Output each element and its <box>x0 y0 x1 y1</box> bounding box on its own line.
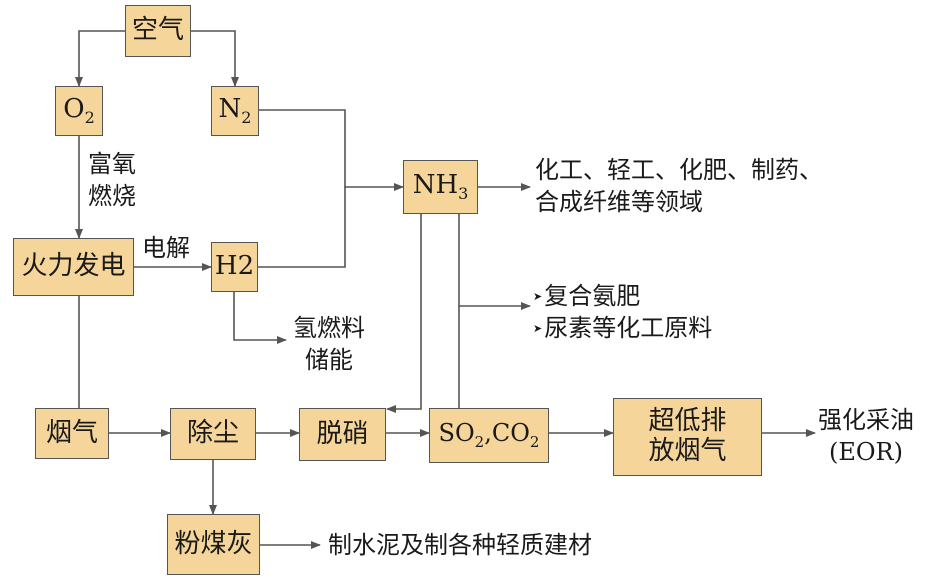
node-air-label: 空气 <box>131 15 184 46</box>
label-chem-uses: 化工、轻工、化肥、制药、 合成纤维等领域 <box>535 154 823 219</box>
edge-nh3-denox <box>386 214 422 413</box>
label-fert-line1: 复合氨肥 <box>544 282 641 310</box>
label-h2fuel-line1: 氢燃料 <box>293 314 365 342</box>
node-h2: H2 <box>211 242 258 292</box>
label-eor-line1: 强化采油 <box>818 406 914 434</box>
node-nh3-label: NH3 <box>412 169 469 203</box>
edge-h2-nh3 <box>258 187 346 268</box>
node-h2-label: H2 <box>214 251 255 282</box>
label-cement: 制水泥及制各种轻质建材 <box>328 531 592 559</box>
edge-so2-fert <box>458 302 531 408</box>
edge-n2-nh3 <box>259 109 404 191</box>
node-n2-label: N2 <box>218 93 252 127</box>
node-ultra-line1: 超低排 <box>648 406 727 437</box>
node-dust-removal: 除尘 <box>170 408 256 460</box>
bullet-arrow-icon: ➤ <box>533 322 543 336</box>
node-fly-ash: 粉煤灰 <box>167 514 260 575</box>
label-hydrogen-fuel: 氢燃料 储能 <box>293 312 365 377</box>
label-chem-line1: 化工、轻工、化肥、制药、 <box>535 156 823 184</box>
label-h2fuel-line2: 储能 <box>305 346 353 375</box>
node-denitration: 脱硝 <box>299 408 386 461</box>
node-so2-co2-label: SO2,CO2 <box>438 418 540 451</box>
label-fertilizer: ➤复合氨肥 ➤尿素等化工原料 <box>533 280 712 345</box>
label-oxy-combustion: 富氧 燃烧 <box>88 148 136 213</box>
label-eor: 强化采油 (EOR) <box>818 404 914 469</box>
node-n2: N2 <box>211 86 259 136</box>
node-air: 空气 <box>125 5 191 57</box>
node-flue-gas: 烟气 <box>35 408 109 459</box>
edge-h2-fuel <box>233 292 287 344</box>
node-so2-co2: SO2,CO2 <box>429 408 549 463</box>
label-chem-line2: 合成纤维等领域 <box>535 188 703 217</box>
node-o2: O2 <box>55 86 103 136</box>
node-nh3: NH3 <box>403 160 478 214</box>
node-power-plant-label: 火力发电 <box>21 251 126 282</box>
bullet-arrow-icon: ➤ <box>533 290 543 304</box>
node-o2-label: O2 <box>63 93 95 127</box>
edge-air-o2 <box>75 30 125 87</box>
node-fly-ash-label: 粉煤灰 <box>174 528 253 559</box>
node-ultra-line2: 放烟气 <box>648 436 727 466</box>
edge-air-n2 <box>191 30 239 87</box>
label-oxy-line2: 燃烧 <box>88 182 136 211</box>
node-denitration-label: 脱硝 <box>316 418 369 449</box>
node-dust-removal-label: 除尘 <box>186 418 239 449</box>
label-oxy-line1: 富氧 <box>88 150 136 178</box>
label-eor-line2: (EOR) <box>829 438 903 467</box>
label-electrolysis: 电解 <box>142 234 190 262</box>
node-flue-gas-label: 烟气 <box>45 417 98 448</box>
node-power-plant: 火力发电 <box>13 238 134 296</box>
label-fert-line2: 尿素等化工原料 <box>544 314 713 343</box>
node-ultra-low-emission: 超低排 放烟气 <box>613 398 762 476</box>
